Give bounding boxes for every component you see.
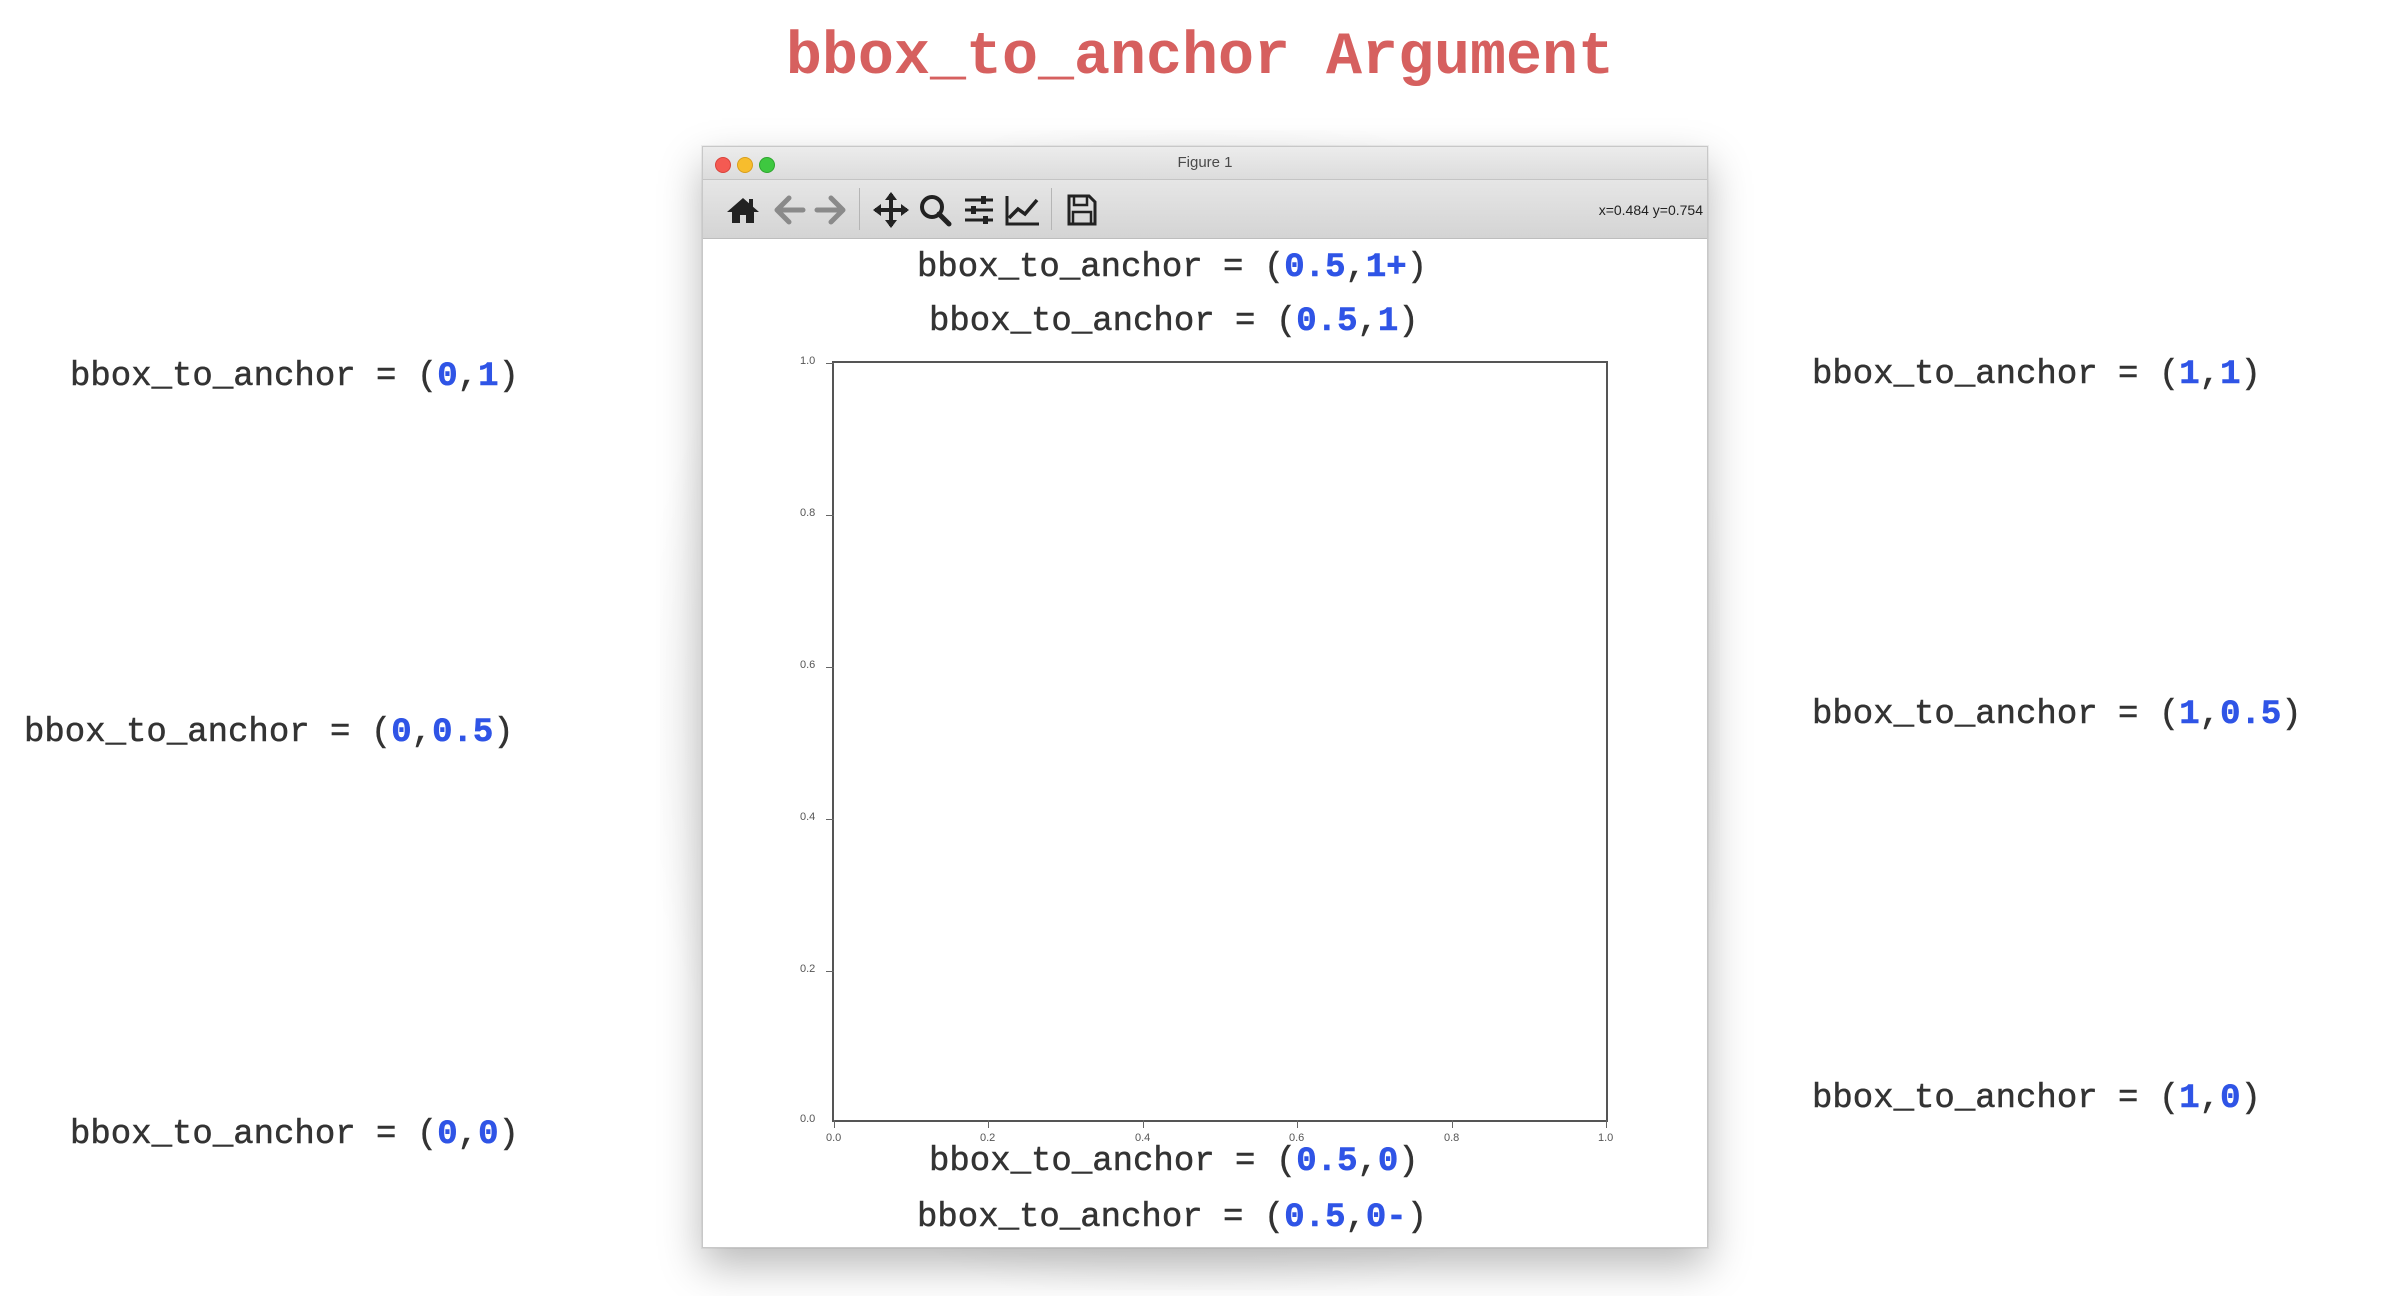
label-prefix: bbox_to_anchor =	[1812, 356, 2159, 395]
label-prefix: bbox_to_anchor =	[24, 714, 371, 753]
label-left-mid: bbox_to_anchor = (0,0.5)	[24, 714, 514, 753]
label-top: bbox_to_anchor = (0.5,1)	[929, 303, 1419, 342]
label-value-x: 1	[2179, 356, 2200, 395]
y-tick	[826, 667, 834, 668]
forward-button[interactable]	[809, 190, 853, 230]
label-value-y: 0-	[1365, 1199, 1407, 1238]
y-tick-label: 0.0	[800, 1113, 816, 1125]
window-title: Figure 1	[1177, 154, 1233, 171]
label-value-x: 0.5	[1284, 1199, 1346, 1238]
label-value-x: 0	[437, 358, 458, 397]
home-icon	[727, 198, 759, 223]
zoom-magnifier-icon	[920, 195, 952, 227]
minimize-window-button[interactable]	[737, 157, 753, 173]
x-tick-label: 0.8	[1444, 1132, 1460, 1144]
pan-button[interactable]	[869, 190, 913, 230]
x-tick	[1606, 1120, 1607, 1128]
label-value-y: 1	[1377, 303, 1399, 342]
x-tick-label: 0.6	[1289, 1132, 1305, 1144]
x-tick	[1297, 1120, 1298, 1128]
label-value-x: 0.5	[1284, 249, 1346, 288]
label-value-y: 0	[478, 1116, 499, 1155]
label-value-y: 1	[2220, 356, 2241, 395]
forward-arrow-icon	[814, 195, 846, 225]
label-value-x: 1	[2179, 696, 2200, 735]
y-tick-label: 0.2	[800, 963, 816, 975]
label-left-bottom: bbox_to_anchor = (0,0)	[70, 1116, 519, 1155]
label-right-mid: bbox_to_anchor = (1,0.5)	[1812, 696, 2302, 735]
page-title: bbox_to_anchor Argument	[785, 24, 1615, 92]
x-tick-label: 0.4	[1135, 1132, 1151, 1144]
label-value-y: 1	[478, 358, 499, 397]
figure-toolbar: x=0.484 y=0.754	[703, 180, 1707, 239]
label-value-y: 0	[2220, 1080, 2241, 1119]
y-tick-label: 0.6	[800, 659, 816, 671]
toolbar-separator	[1051, 188, 1052, 230]
x-tick-label: 0.0	[826, 1132, 842, 1144]
close-window-button[interactable]	[715, 157, 731, 173]
x-tick	[834, 1120, 835, 1128]
y-tick	[826, 515, 834, 516]
figure-window[interactable]: Figure 1	[702, 146, 1708, 1248]
label-prefix: bbox_to_anchor =	[70, 1116, 417, 1155]
label-value-x: 1	[2179, 1080, 2200, 1119]
cursor-coordinates: x=0.484 y=0.754	[1598, 202, 1703, 218]
label-bottom-outside: bbox_to_anchor = (0.5,0-)	[917, 1199, 1428, 1238]
y-tick	[826, 363, 834, 364]
label-bottom: bbox_to_anchor = (0.5,0)	[929, 1143, 1419, 1182]
label-prefix: bbox_to_anchor =	[929, 1143, 1276, 1182]
label-value-x: 0.5	[1296, 303, 1358, 342]
x-tick	[1452, 1120, 1453, 1128]
window-titlebar[interactable]: Figure 1	[703, 147, 1707, 180]
y-tick	[826, 819, 834, 820]
edit-axis-chart-icon	[1005, 196, 1039, 226]
subplots-button[interactable]	[957, 190, 1001, 230]
label-value-y: 0.5	[432, 714, 494, 753]
x-tick-label: 0.2	[980, 1132, 996, 1144]
label-top-outside: bbox_to_anchor = (0.5,1+)	[917, 249, 1428, 288]
label-value-x: 0	[391, 714, 412, 753]
x-tick	[1143, 1120, 1144, 1128]
edit-axis-button[interactable]	[1001, 190, 1045, 230]
label-value-y: 0	[1377, 1143, 1399, 1182]
zoom-button[interactable]	[913, 190, 957, 230]
label-value-x: 0	[437, 1116, 458, 1155]
plot-axes[interactable]: 1.0 0.8 0.6 0.4 0.2 0.0 0.0 0.2 0.4 0.6 …	[800, 355, 1613, 1144]
back-arrow-icon	[774, 195, 806, 225]
y-tick-label: 0.8	[800, 507, 816, 519]
y-tick-label: 0.4	[800, 811, 816, 823]
zoom-window-button[interactable]	[759, 157, 775, 173]
home-button[interactable]	[721, 190, 765, 230]
label-prefix: bbox_to_anchor =	[917, 249, 1264, 288]
label-value-y: 0.5	[2220, 696, 2282, 735]
label-prefix: bbox_to_anchor =	[929, 303, 1276, 342]
label-value-y: 1+	[1365, 249, 1407, 288]
save-floppy-icon	[1067, 194, 1097, 226]
pan-move-icon	[873, 192, 909, 228]
label-right-bottom: bbox_to_anchor = (1,0)	[1812, 1080, 2261, 1119]
label-prefix: bbox_to_anchor =	[917, 1199, 1264, 1238]
label-prefix: bbox_to_anchor =	[70, 358, 417, 397]
back-button[interactable]	[767, 190, 811, 230]
label-right-top: bbox_to_anchor = (1,1)	[1812, 356, 2261, 395]
save-button[interactable]	[1059, 190, 1103, 230]
y-tick	[826, 971, 834, 972]
label-value-x: 0.5	[1296, 1143, 1358, 1182]
subplots-sliders-icon	[965, 196, 993, 224]
x-tick-label: 1.0	[1598, 1132, 1614, 1144]
x-tick	[988, 1120, 989, 1128]
label-prefix: bbox_to_anchor =	[1812, 696, 2159, 735]
label-left-top: bbox_to_anchor = (0,1)	[70, 358, 519, 397]
y-tick-label: 1.0	[800, 355, 816, 367]
label-prefix: bbox_to_anchor =	[1812, 1080, 2159, 1119]
toolbar-separator	[859, 188, 860, 230]
